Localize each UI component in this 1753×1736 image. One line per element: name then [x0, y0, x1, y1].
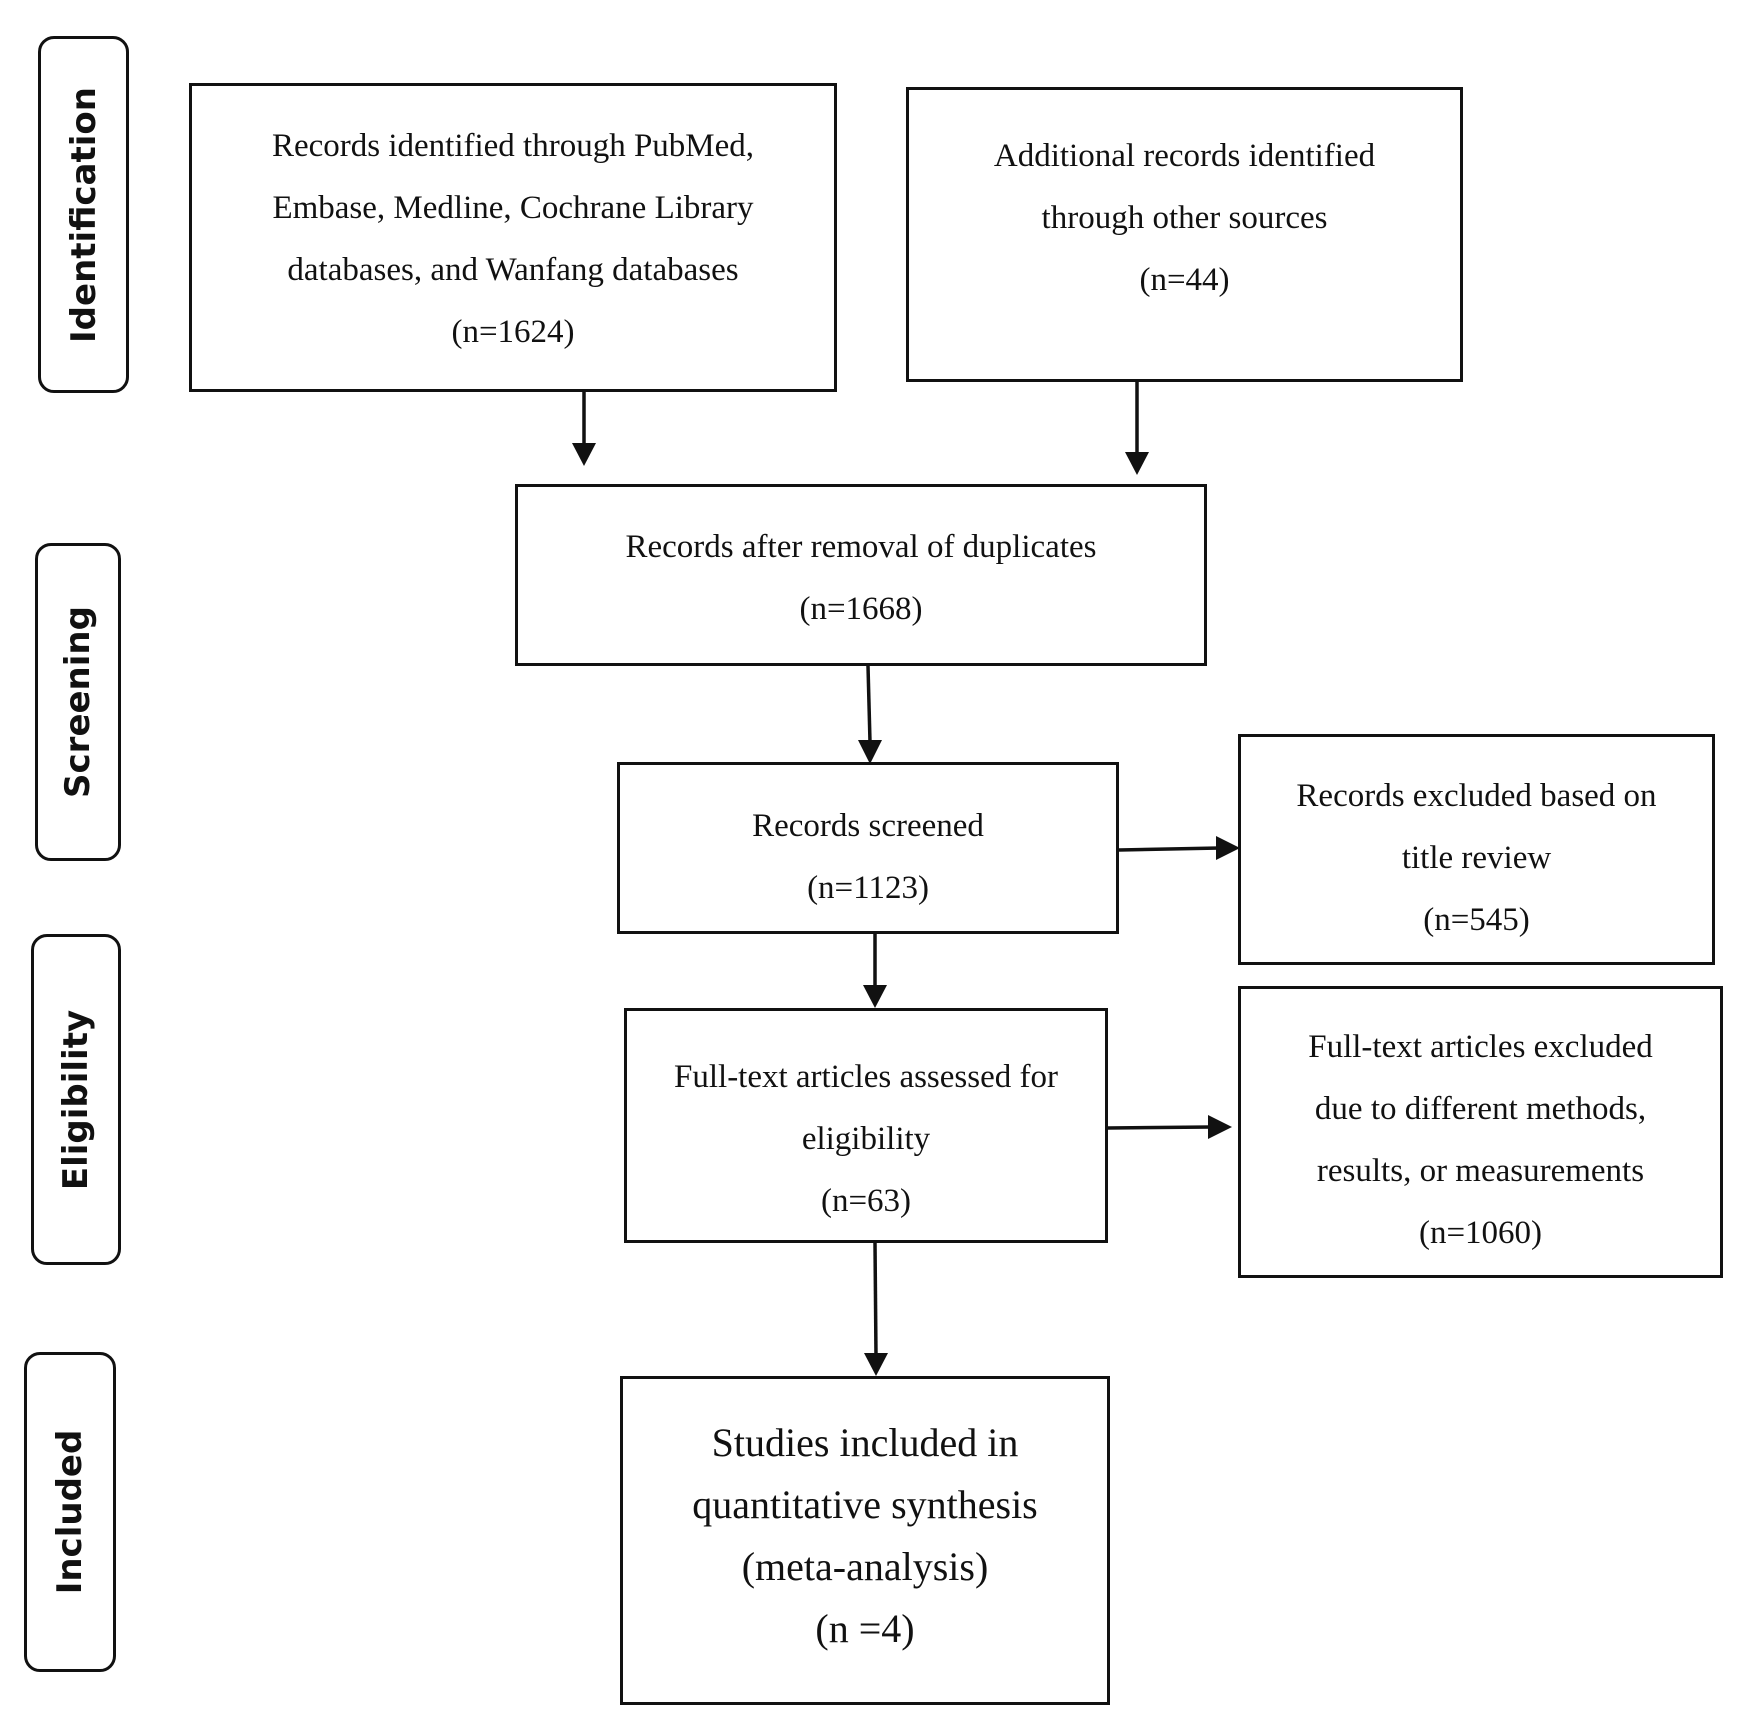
records-identified-text: Records identified through PubMed, Embas… — [189, 83, 837, 392]
records-identified-box — [189, 83, 837, 392]
excluded-title-line-2: title review — [1401, 840, 1552, 876]
excluded-title-box: Records excluded based on title review (… — [1238, 734, 1715, 965]
fulltext-excluded-box: Full-text articles excluded due to diffe… — [1238, 986, 1723, 1278]
arrow-screened-to-excluded — [1118, 846, 1221, 852]
fulltext-assessed-line-2: eligibility — [801, 1121, 931, 1157]
additional-records-box: Additional records identified through ot… — [906, 87, 1463, 382]
included-studies-line-4: (n =4) — [815, 1606, 915, 1651]
records-screened-line-2: (n=1123) — [807, 870, 929, 906]
arrow-fulltext-to-included — [873, 1242, 878, 1357]
arrowhead-screened — [858, 740, 882, 764]
after-duplicates-box: Records after removal of duplicates (n=1… — [515, 484, 1207, 666]
arrowhead-identified — [572, 443, 596, 466]
records-identified-line-2: Embase, Medline, Cochrane Library — [272, 190, 754, 226]
included-studies-line-2: quantitative synthesis — [692, 1482, 1038, 1527]
fulltext-excluded-line-1: Full-text articles excluded — [1308, 1029, 1653, 1065]
after-duplicates-line-1: Records after removal of duplicates — [625, 529, 1097, 565]
records-identified-line-4: (n=1624) — [451, 314, 575, 350]
phase-identification: Identification — [38, 36, 129, 393]
fulltext-excluded-line-3: results, or measurements — [1316, 1153, 1645, 1189]
records-screened-box: Records screened (n=1123) — [617, 762, 1119, 934]
records-identified-line-3: databases, and Wanfang databases — [287, 252, 739, 288]
fulltext-assessed-box: Full-text articles assessed for eligibil… — [624, 1008, 1108, 1243]
additional-records-line-1: Additional records identified — [993, 138, 1376, 174]
fulltext-assessed-line-3: (n=63) — [820, 1183, 912, 1219]
arrow-fulltext-to-excluded — [1107, 1125, 1213, 1130]
fulltext-assessed-line-1: Full-text articles assessed for — [674, 1059, 1058, 1095]
fulltext-excluded-line-2: due to different methods, — [1314, 1091, 1647, 1127]
phase-included: Included — [24, 1352, 116, 1672]
arrowhead-excluded-title — [1216, 836, 1240, 860]
records-identified-line-1: Records identified through PubMed, — [271, 128, 755, 164]
excluded-title-line-3: (n=545) — [1423, 902, 1530, 938]
arrowhead-fulltext-excluded — [1208, 1115, 1232, 1139]
arrowhead-additional — [1125, 452, 1149, 475]
included-studies-line-3: (meta-analysis) — [741, 1544, 989, 1589]
additional-records-line-2: through other sources — [1041, 200, 1328, 236]
fulltext-excluded-line-4: (n=1060) — [1418, 1215, 1543, 1251]
included-studies-box: Studies included in quantitative synthes… — [620, 1376, 1110, 1705]
included-studies-line-1: Studies included in — [711, 1420, 1019, 1465]
arrowhead-fulltext — [863, 985, 887, 1008]
after-duplicates-line-2: (n=1668) — [799, 591, 923, 627]
phase-eligibility: Eligibility — [31, 934, 121, 1265]
arrowhead-included — [864, 1353, 888, 1376]
additional-records-line-3: (n=44) — [1139, 262, 1230, 298]
excluded-title-line-1: Records excluded based on — [1296, 778, 1657, 814]
records-screened-line-1: Records screened — [752, 808, 984, 844]
arrow-duplicates-to-screened — [866, 665, 872, 743]
phase-screening: Screening — [35, 543, 121, 861]
